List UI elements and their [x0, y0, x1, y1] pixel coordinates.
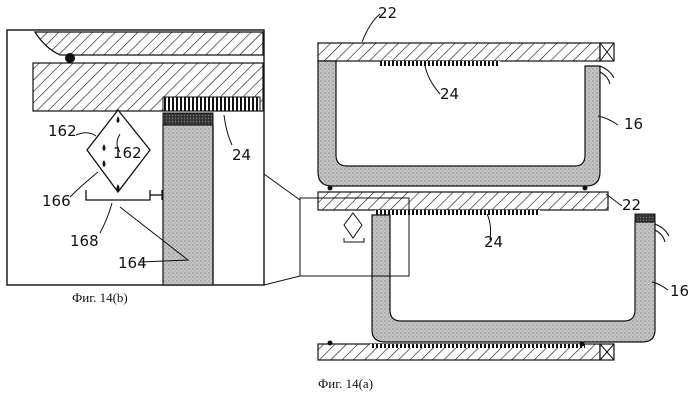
detail-dark-block: [163, 113, 213, 125]
detail-teeth: [163, 97, 260, 111]
inset-chamber: [344, 213, 362, 238]
bottom-teeth: [370, 344, 585, 348]
label-22-lower: 22: [622, 196, 641, 214]
caption-14b: Фиг. 14(b): [72, 290, 128, 305]
label-162-right: 162: [113, 144, 142, 162]
label-166: 166: [42, 192, 71, 210]
lower-dark-cap: [635, 214, 655, 222]
label-16-lower: 16: [670, 282, 689, 300]
figure-14a: 22 24 16 22 24 16 Фиг. 14(a): [300, 4, 689, 391]
lower-teeth-24: [375, 210, 540, 215]
lower-plate-22: [318, 192, 608, 210]
label-24-lower: 24: [484, 233, 503, 251]
top-teeth-24: [380, 61, 500, 66]
label-168: 168: [70, 232, 99, 250]
label-16-top: 16: [624, 115, 643, 133]
label-24-detail: 24: [232, 146, 251, 164]
lower-body-16: [372, 215, 655, 342]
label-24-top: 24: [440, 85, 459, 103]
top-body-16: [318, 61, 600, 186]
zoom-line-top: [264, 174, 300, 200]
label-22-top: 22: [378, 4, 397, 22]
label-164: 164: [118, 254, 147, 272]
figure-14b: 162 162 166 168 164 24 Фиг. 14(b): [7, 30, 264, 305]
label-162-left: 162: [48, 122, 77, 140]
caption-14a: Фиг. 14(a): [318, 376, 373, 391]
detail-pivot-dot: [65, 53, 75, 63]
detail-top-plate: [35, 32, 263, 55]
top-plate-22: [318, 43, 600, 61]
zoom-line-bottom: [264, 276, 300, 285]
